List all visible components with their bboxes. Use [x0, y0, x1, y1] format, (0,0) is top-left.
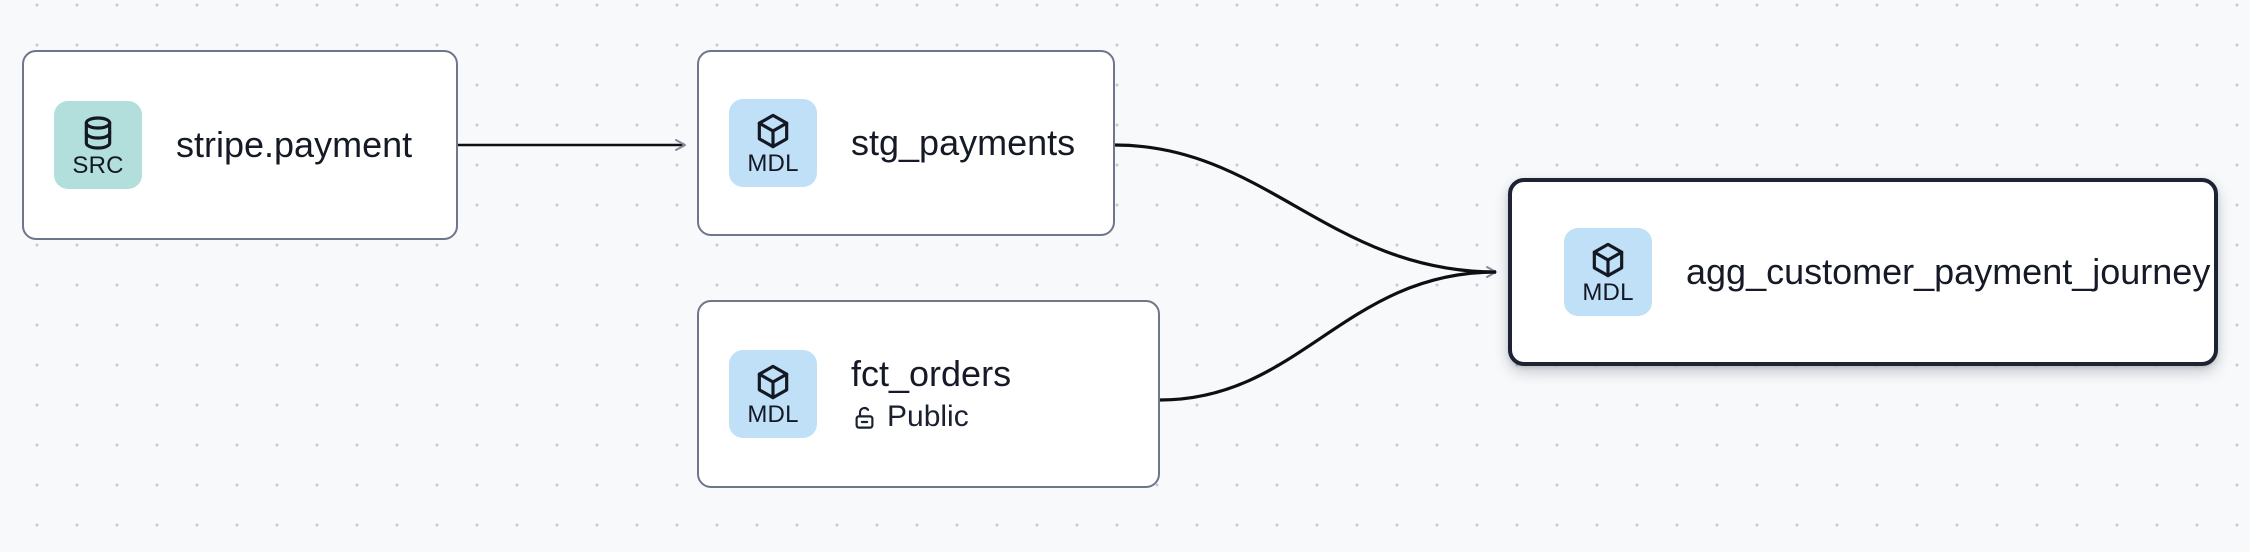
lineage-node-agg-customer-payment-journey[interactable]: MDL agg_customer_payment_journey — [1508, 178, 2218, 366]
node-body: stg_payments — [851, 121, 1076, 163]
node-title: stripe.payment — [176, 123, 413, 165]
node-title: fct_orders — [851, 353, 1012, 395]
node-body: fct_orders Public — [851, 353, 1012, 434]
model-badge-label: MDL — [747, 400, 799, 428]
database-icon — [84, 115, 112, 150]
node-visibility-label: Public — [887, 400, 969, 434]
model-badge: MDL — [729, 350, 817, 438]
source-badge: SRC — [54, 101, 142, 189]
lineage-node-stripe-payment[interactable]: SRC stripe.payment — [22, 50, 458, 240]
edge-stg-payments-to-agg-customer-payment-journey — [1114, 143, 1497, 278]
edge-fct-orders-to-agg-customer-payment-journey — [1159, 270, 1497, 402]
node-body: agg_customer_payment_journey — [1686, 250, 2211, 292]
node-visibility: Public — [851, 400, 1011, 434]
source-badge-label: SRC — [72, 151, 124, 179]
cube-icon — [757, 364, 789, 399]
lineage-node-fct-orders[interactable]: MDL fct_orders Public — [697, 300, 1160, 488]
unlock-icon — [855, 406, 874, 429]
model-badge-label: MDL — [747, 149, 799, 177]
cube-icon — [757, 113, 789, 148]
model-badge-label: MDL — [1582, 278, 1634, 306]
node-title: agg_customer_payment_journey — [1686, 250, 2211, 292]
lineage-node-stg-payments[interactable]: MDL stg_payments — [697, 50, 1115, 236]
model-badge: MDL — [729, 99, 817, 187]
node-title: stg_payments — [851, 121, 1076, 163]
model-badge: MDL — [1564, 228, 1652, 316]
cube-icon — [1592, 242, 1624, 277]
node-body: stripe.payment — [176, 123, 413, 165]
